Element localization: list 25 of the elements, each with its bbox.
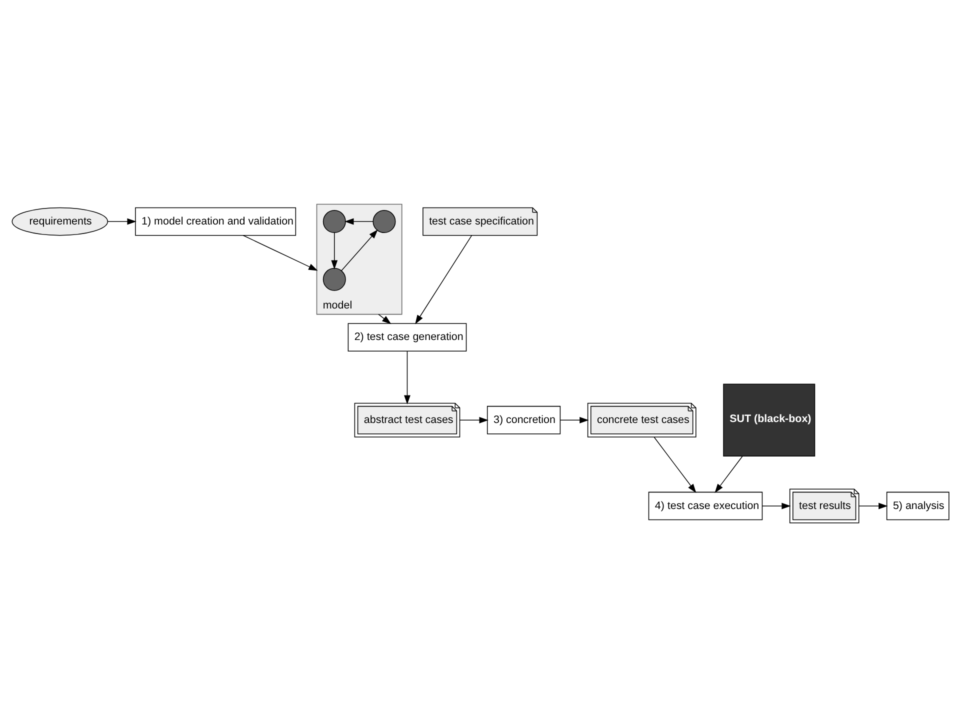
node-circle [322,267,346,290]
arrow [107,218,136,224]
arrow [404,350,410,404]
node-circle [322,210,346,233]
arrow [340,229,378,270]
node-box: 1) model creation and validation [134,206,296,236]
node-circle [372,210,396,233]
arrow [761,502,790,509]
arrow [414,234,472,324]
node-box: 5) analysis [886,491,949,520]
arrow [344,218,373,224]
arrow [714,455,742,493]
arrow [378,313,391,324]
node-box: 2) test case generation [347,322,466,351]
node-ellipse: requirements [11,206,108,236]
arrow [653,436,696,492]
node-box: SUT (black-box) [722,383,815,456]
cluster: model [316,203,402,314]
arrow [858,502,888,509]
node-box: 3) concretion [486,405,560,434]
arrow [559,416,588,423]
node-box: 4) test case execution [648,491,762,520]
arrow [458,416,488,423]
arrow [242,234,318,270]
arrow [330,232,338,269]
